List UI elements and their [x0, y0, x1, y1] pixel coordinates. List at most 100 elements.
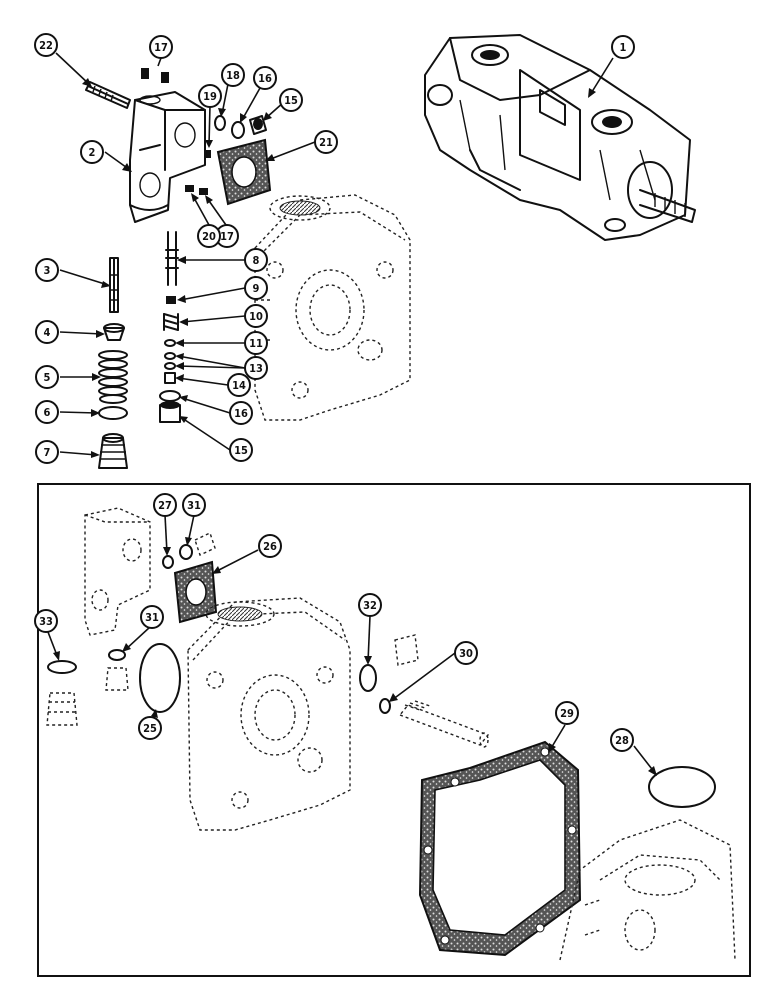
callout-number: 2 [89, 146, 96, 159]
callout-number: 15 [234, 444, 248, 457]
callout-number: 31 [145, 611, 159, 624]
callout-circle [182, 493, 206, 517]
inset-frame [37, 483, 751, 977]
callout-13: 13 [244, 356, 268, 380]
callout-30: 30 [454, 641, 478, 665]
callout-number: 27 [158, 499, 172, 512]
inset-small-parts [162, 532, 216, 569]
callout-circle [35, 440, 59, 464]
callout-3: 3 [35, 258, 59, 282]
callout-15: 15 [229, 438, 253, 462]
inset-pump-housing [187, 597, 351, 831]
large-gasket-part [418, 740, 582, 957]
callout-circle [198, 84, 222, 108]
callout-21: 21 [314, 130, 338, 154]
callout-circle [610, 728, 634, 752]
callout-15: 15 [279, 88, 303, 112]
valve-body-part [129, 91, 206, 223]
callout-circle [221, 63, 245, 87]
callout-5: 5 [35, 365, 59, 389]
callout-circle [138, 716, 162, 740]
callout-circle [244, 356, 268, 380]
callout-number: 30 [459, 647, 473, 660]
callout-7: 7 [35, 440, 59, 464]
callout-27: 27 [153, 493, 177, 517]
callout-number: 15 [284, 94, 298, 107]
callout-number: 19 [203, 90, 217, 103]
inset-valve-body [84, 507, 151, 636]
leader-lines [47, 52, 657, 776]
gasket-part [173, 560, 218, 624]
pump-housing-part [254, 194, 411, 421]
callout-number: 21 [319, 136, 333, 149]
callout-26: 26 [258, 534, 282, 558]
callout-number: 16 [234, 407, 248, 420]
callout-circle [80, 140, 104, 164]
callout-19: 19 [198, 84, 222, 108]
callout-number: 16 [258, 72, 272, 85]
callout-6: 6 [35, 400, 59, 424]
callout-number: 25 [143, 722, 157, 735]
middle-column-parts [159, 231, 181, 423]
callout-14: 14 [227, 373, 251, 397]
callout-20: 20 [197, 224, 221, 248]
callout-number: 4 [44, 326, 51, 339]
callout-18: 18 [221, 63, 245, 87]
plug-part [185, 185, 208, 195]
callout-circle [153, 493, 177, 517]
callout-16: 16 [253, 66, 277, 90]
callout-33: 33 [34, 609, 58, 633]
plug-part [141, 68, 169, 83]
callout-number: 5 [44, 371, 51, 384]
callout-11: 11 [244, 331, 268, 355]
callout-2: 2 [80, 140, 104, 164]
callout-number: 8 [253, 254, 260, 267]
left-column-parts [98, 257, 128, 469]
callout-circle [35, 320, 59, 344]
callout-16: 16 [229, 401, 253, 425]
callout-number: 32 [363, 599, 377, 612]
callout-number: 9 [253, 282, 260, 295]
callout-circle [227, 373, 251, 397]
callout-number: 20 [202, 230, 216, 243]
callout-circle [244, 248, 268, 272]
callout-circle [244, 304, 268, 328]
callout-22: 22 [34, 33, 58, 57]
callout-circle [197, 224, 221, 248]
callout-29: 29 [555, 701, 579, 725]
bolt-part [85, 81, 131, 109]
callout-number: 3 [44, 264, 51, 277]
callout-number: 28 [615, 734, 629, 747]
callout-circle [555, 701, 579, 725]
callout-circle [35, 365, 59, 389]
inset-left-parts [46, 643, 181, 726]
callout-31: 31 [182, 493, 206, 517]
callout-circle [454, 641, 478, 665]
callout-31: 31 [140, 605, 164, 629]
callout-8: 8 [244, 248, 268, 272]
callout-17: 17 [215, 224, 239, 248]
callout-circle [35, 400, 59, 424]
pump-assembly-part [424, 34, 696, 241]
callout-number: 13 [249, 362, 263, 375]
callout-number: 7 [44, 446, 51, 459]
callout-number: 22 [39, 39, 53, 52]
callout-circle [314, 130, 338, 154]
large-o-ring-part [648, 766, 716, 808]
callout-25: 25 [138, 716, 162, 740]
callout-number: 18 [226, 69, 240, 82]
callout-circle [279, 88, 303, 112]
callout-number: 26 [263, 540, 277, 553]
callout-number: 11 [249, 337, 263, 350]
callout-circle [149, 35, 173, 59]
callout-4: 4 [35, 320, 59, 344]
callout-circle [358, 593, 382, 617]
callout-circle [140, 605, 164, 629]
callout-9: 9 [244, 276, 268, 300]
small-parts-group [205, 115, 267, 158]
callout-circle [258, 534, 282, 558]
callout-number: 31 [187, 499, 201, 512]
callout-28: 28 [610, 728, 634, 752]
